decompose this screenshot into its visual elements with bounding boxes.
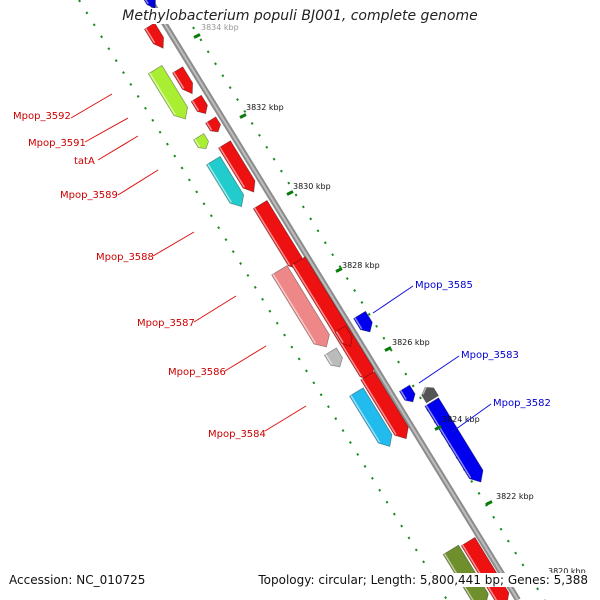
map-title: Methylobacterium populi BJ001, complete … bbox=[0, 8, 600, 24]
gene-label-right: Mpop_3585 bbox=[372, 280, 473, 314]
scale-tick-label: 3824 kbp bbox=[442, 415, 480, 424]
gene-label-text: Mpop_3589 bbox=[60, 190, 118, 201]
gene-mpop-3584-outer bbox=[348, 387, 393, 448]
gene-label-left: Mpop_3591 bbox=[28, 117, 129, 149]
gene-features bbox=[143, 0, 510, 600]
scale-tick-label: 3832 kbp bbox=[246, 103, 284, 112]
gene-mpop-3584 bbox=[360, 370, 409, 440]
gene-red-1 bbox=[143, 22, 164, 49]
scale-tick bbox=[434, 425, 442, 431]
gene-mpop-3582 bbox=[424, 397, 484, 483]
scale-tick bbox=[384, 346, 392, 352]
gene-mpop-3589 bbox=[217, 140, 256, 193]
scale-tick bbox=[335, 267, 343, 273]
accession-text: Accession: NC_010725 bbox=[7, 573, 148, 587]
scale-tick-label: 3830 kbp bbox=[293, 182, 331, 191]
gene-label-right: Mpop_3582 bbox=[451, 398, 551, 433]
gene-mpop-3585 bbox=[353, 310, 373, 333]
gene-tatA bbox=[205, 155, 245, 208]
scale-tick-label: 3828 kbp bbox=[342, 261, 380, 270]
gene-label-right: Mpop_3583 bbox=[418, 350, 519, 384]
gene-mpop-3583-small bbox=[398, 384, 416, 403]
gene-label-left: Mpop_3588 bbox=[96, 231, 195, 263]
scale-tick bbox=[193, 33, 201, 39]
gene-label-text: Mpop_3586 bbox=[168, 367, 226, 378]
gene-label-text: Mpop_3583 bbox=[461, 350, 519, 361]
gene-label-text: Mpop_3588 bbox=[96, 252, 154, 263]
gene-top-blue bbox=[143, 0, 156, 10]
scale-tick-label: 3822 kbp bbox=[496, 492, 534, 501]
gene-label-text: Mpop_3592 bbox=[13, 111, 71, 122]
scale-ticks: 3834 kbp 3832 kbp 3830 kbp 3828 kbp 3826 kbp… bbox=[193, 23, 586, 583]
gene-label-left: Mpop_3589 bbox=[60, 169, 159, 201]
gene-label-left: tatA bbox=[74, 135, 139, 167]
gene-mpop-3583 bbox=[421, 386, 439, 404]
scale-tick bbox=[239, 113, 247, 119]
gene-label-left: Mpop_3584 bbox=[208, 405, 307, 440]
gene-label-text: Mpop_3585 bbox=[415, 280, 473, 291]
scale-tick-label: 3820 kbp bbox=[548, 567, 586, 576]
gene-red-4 bbox=[205, 116, 221, 133]
gene-red-2 bbox=[171, 66, 194, 95]
topology-text: Topology: circular; Length: 5,800,441 bp… bbox=[256, 573, 590, 587]
gene-label-text: Mpop_3587 bbox=[137, 318, 195, 329]
gene-mpop-3592 bbox=[147, 64, 188, 120]
gene-mpop-3591 bbox=[193, 133, 209, 150]
scale-tick-label: 3834 kbp bbox=[201, 23, 239, 32]
gene-label-text: Mpop_3584 bbox=[208, 429, 266, 440]
gene-label-text: Mpop_3582 bbox=[493, 398, 551, 409]
genome-backbone bbox=[147, 0, 521, 600]
scale-tick-label: 3826 kbp bbox=[392, 338, 430, 347]
gene-label-left: Mpop_3586 bbox=[168, 345, 267, 378]
gene-label-text: tatA bbox=[74, 156, 95, 167]
gene-mpop-3586 bbox=[334, 325, 353, 347]
gene-label-left: Mpop_3587 bbox=[137, 295, 237, 329]
scale-tick bbox=[286, 190, 294, 196]
scale-tick bbox=[485, 500, 493, 506]
gene-mpop-3587-outer bbox=[271, 264, 330, 348]
gene-mpop-3586-outer bbox=[323, 347, 343, 368]
dotted-tick-rings bbox=[78, 0, 546, 600]
gene-label-left: Mpop_3592 bbox=[13, 93, 113, 122]
gene-red-3 bbox=[190, 94, 208, 115]
gene-label-text: Mpop_3591 bbox=[28, 138, 86, 149]
